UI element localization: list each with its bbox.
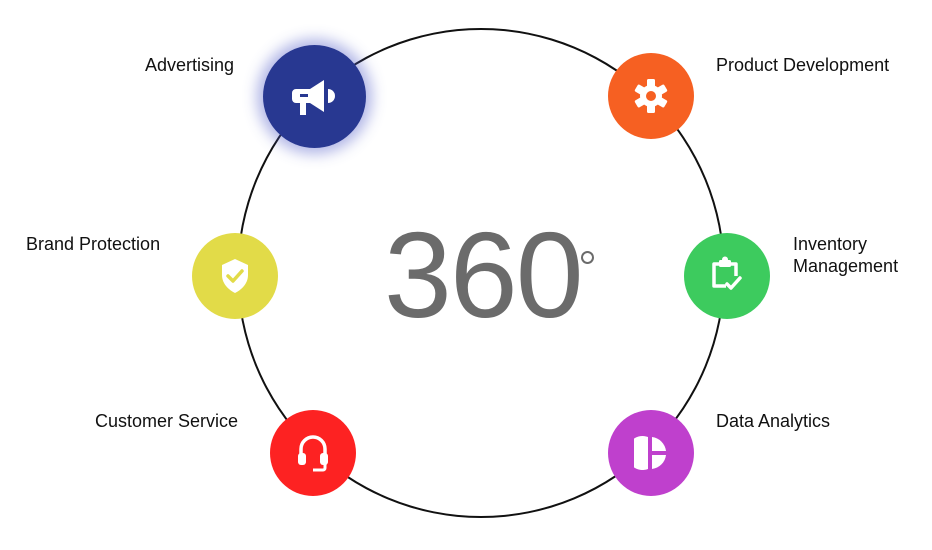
clipboard-check-icon xyxy=(712,256,742,290)
node-inventory-management[interactable] xyxy=(684,233,770,319)
label-line-1: Inventory xyxy=(793,234,868,254)
headset-icon xyxy=(298,435,328,472)
node-advertising[interactable] xyxy=(263,45,366,148)
center-value: 360 xyxy=(384,207,584,343)
node-brand-protection[interactable] xyxy=(192,233,278,319)
label-customer-service: Customer Service xyxy=(95,411,239,431)
label-data-analytics: Data Analytics xyxy=(716,411,831,431)
shield-check-icon xyxy=(222,259,248,293)
degree-symbol xyxy=(581,251,594,264)
label-product-development: Product Development xyxy=(716,55,890,75)
node-customer-service[interactable] xyxy=(270,410,356,496)
label-line-2: Management xyxy=(793,256,899,276)
label-inventory-management: Inventory Management xyxy=(793,233,898,277)
label-brand-protection: Brand Protection xyxy=(26,234,161,254)
pie-chart-icon xyxy=(634,436,666,470)
label-advertising: Advertising xyxy=(145,55,235,75)
gear-icon xyxy=(634,79,668,113)
megaphone-icon xyxy=(291,79,335,115)
node-product-development[interactable] xyxy=(608,53,694,139)
node-data-analytics[interactable] xyxy=(608,410,694,496)
